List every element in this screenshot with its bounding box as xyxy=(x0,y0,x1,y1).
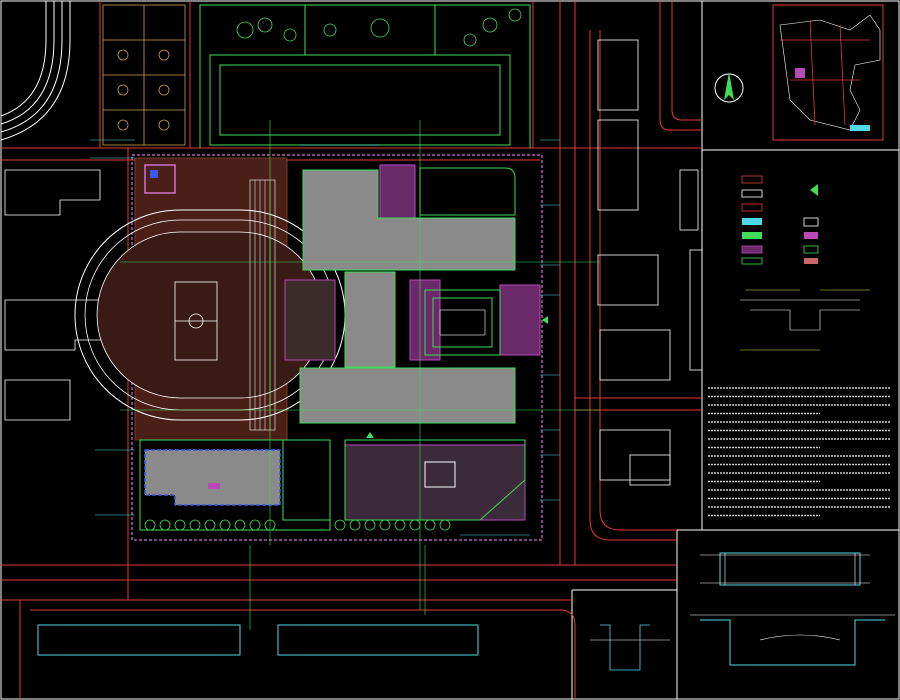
notes-block xyxy=(708,387,890,517)
north-complex xyxy=(199,4,531,148)
section-detail-small xyxy=(740,289,870,351)
entrance-arrow-east xyxy=(542,316,548,324)
residential-left xyxy=(4,169,111,421)
track-top-left xyxy=(0,1,71,141)
road-network xyxy=(1,1,702,699)
entrance-gate-structure xyxy=(144,164,176,194)
detail-small-bottom xyxy=(590,624,670,671)
detail-b xyxy=(690,614,895,666)
north-arrow-icon xyxy=(714,72,744,103)
annotation-leaders xyxy=(90,139,560,536)
building-south xyxy=(299,367,516,424)
entrance-arrow-south xyxy=(366,432,374,438)
trees-north xyxy=(236,8,522,47)
detail-a xyxy=(700,552,870,586)
location-map xyxy=(772,4,884,141)
gate-kiosk xyxy=(150,170,158,178)
courts-top xyxy=(102,4,186,146)
canteen-building xyxy=(144,449,281,506)
trees-south xyxy=(144,519,451,531)
courtyard xyxy=(419,167,516,356)
site-boundary-green xyxy=(139,439,331,531)
legend-swatches xyxy=(741,175,819,265)
buildings-south-row xyxy=(37,624,479,656)
building-central xyxy=(344,271,396,368)
residential-right xyxy=(597,39,703,486)
grid-axis-lines xyxy=(120,120,600,630)
building-north xyxy=(302,169,516,271)
